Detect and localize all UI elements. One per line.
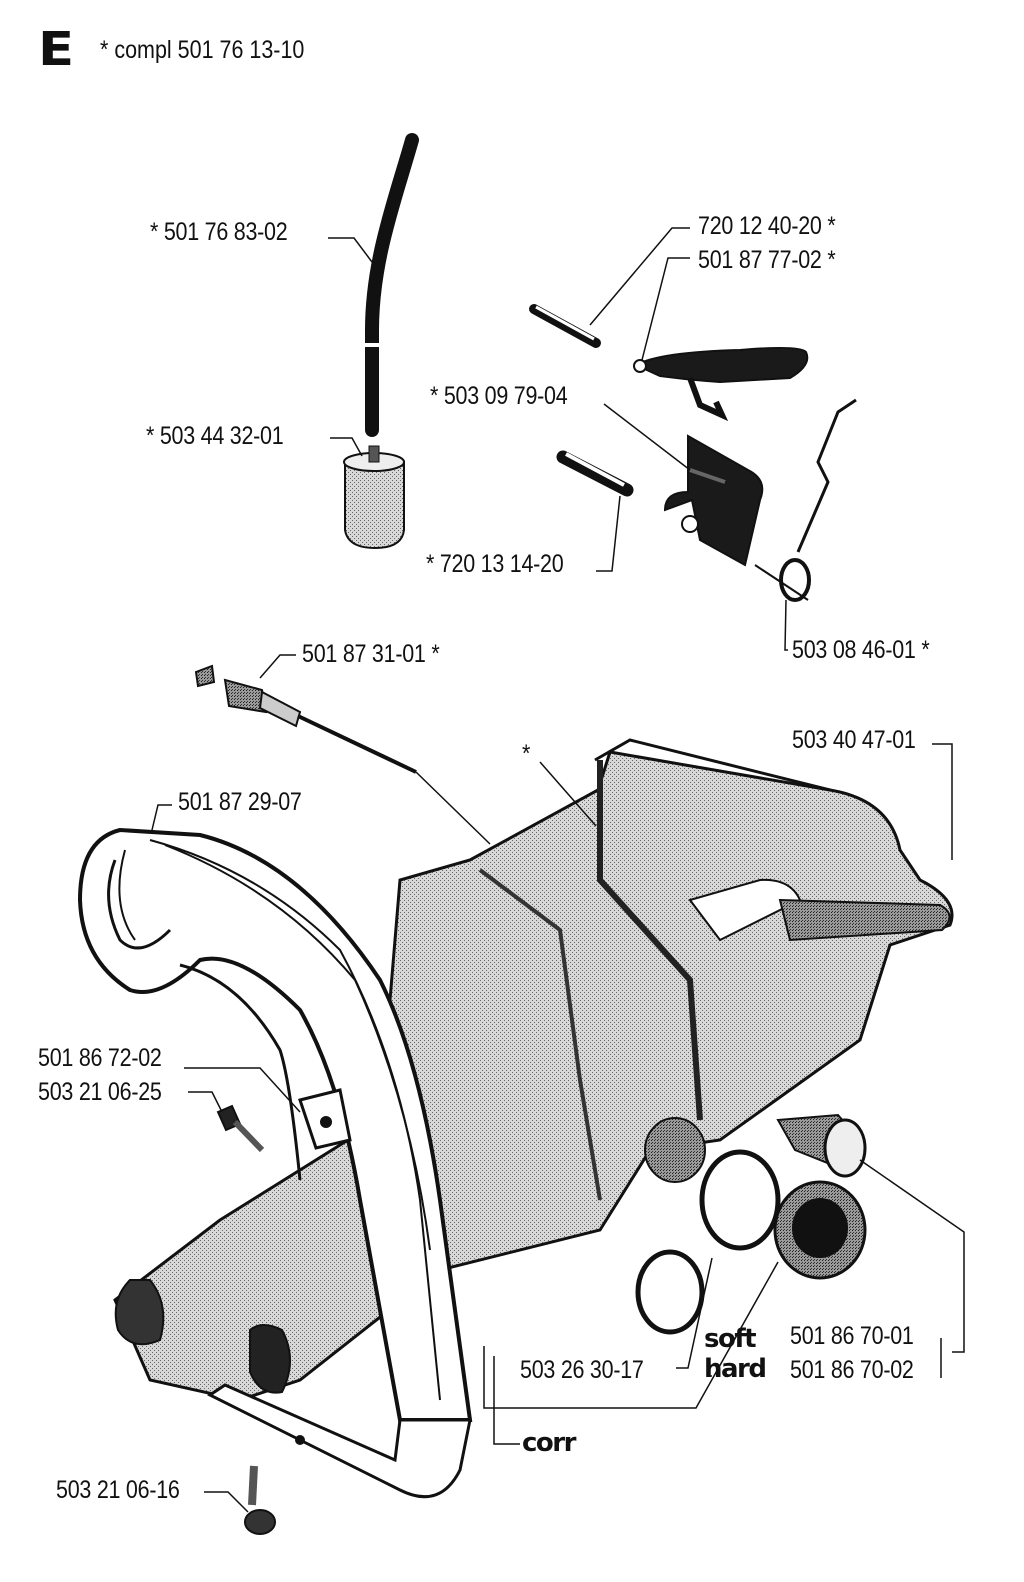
label-rear-handle-part: 503 40 47-01	[792, 726, 916, 754]
label-pin-top: 720 12 40-20 *	[698, 212, 836, 240]
label-cap-hard: 501 86 70-02	[790, 1356, 914, 1384]
fuel-hose-drawing	[365, 133, 419, 437]
crankcase-body-drawing	[113, 738, 954, 1402]
pin-top-drawing	[529, 304, 601, 348]
trigger-lockout-drawing	[663, 434, 764, 567]
label-cap-soft: 501 86 70-01	[790, 1322, 914, 1350]
handle-bracket-drawing	[207, 1088, 472, 1499]
label-screw-upper: 503 21 06-25	[38, 1078, 162, 1106]
fuel-filter-drawing	[343, 445, 405, 550]
label-o-ring: 503 26 30-17	[520, 1356, 644, 1384]
label-fuel-hose: * 501 76 83-02	[150, 218, 288, 246]
label-spring: 503 08 46-01 *	[792, 636, 930, 664]
screw-lower-drawing	[244, 1465, 276, 1535]
oil-pump-adjuster-drawing	[194, 664, 491, 845]
screw-upper-drawing	[216, 1104, 265, 1153]
label-front-handle: 501 87 29-07	[178, 788, 302, 816]
leader-lines	[151, 227, 965, 1513]
tank-cap-parts-drawing	[635, 1113, 867, 1335]
label-tank-asterisk: *	[522, 740, 531, 768]
label-pin-lower: * 720 13 14-20	[426, 550, 564, 578]
label-trigger-lockout: * 503 09 79-04	[430, 382, 568, 410]
label-oil-pump-adjuster: 501 87 31-01 *	[302, 640, 440, 668]
front-handle-drawing	[77, 827, 473, 1422]
label-screw-lower: 503 21 06-16	[56, 1476, 180, 1504]
section-letter: E	[38, 22, 75, 76]
throttle-trigger-drawing	[633, 346, 809, 422]
pin-lower-drawing	[556, 450, 634, 497]
label-throttle-trigger: 501 87 77-02 *	[698, 246, 836, 274]
label-fuel-filter: * 503 44 32-01	[146, 422, 284, 450]
note-hard: hard	[704, 1354, 767, 1384]
note-corr: corr	[522, 1428, 576, 1458]
label-handle-bracket: 501 86 72-02	[38, 1044, 162, 1072]
complete-assembly-number: * compl 501 76 13-10	[100, 36, 305, 64]
note-soft: soft	[704, 1324, 757, 1354]
spring-drawing	[754, 398, 857, 602]
